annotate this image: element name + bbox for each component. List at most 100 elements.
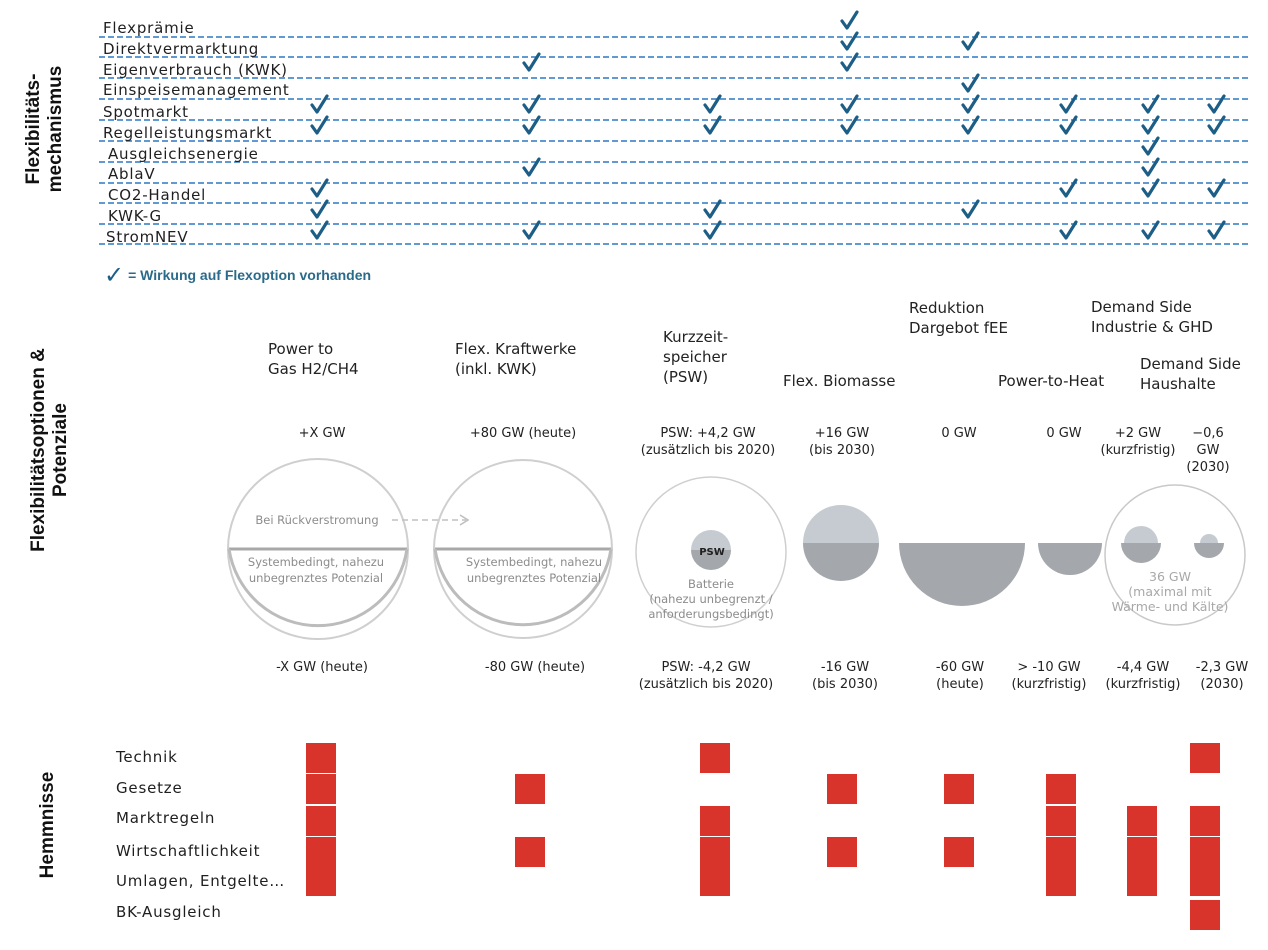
check-mark — [703, 115, 722, 135]
barrier-block — [1190, 806, 1220, 836]
barrier-label: Marktregeln — [116, 809, 216, 827]
barrier-block — [306, 837, 336, 867]
circle-kurzzeitspeicher — [635, 476, 787, 628]
positive-potential: PSW: +4,2 GW (zusätzlich bis 2020) — [640, 426, 776, 458]
check-mark — [310, 178, 329, 198]
check-mark — [310, 199, 329, 219]
section-title-options: Flexibilitätsoptionen & Potenziale — [28, 348, 71, 552]
mechanism-label: Einspeisemanagement — [103, 81, 290, 99]
check-mark — [1141, 220, 1160, 240]
barrier-block — [944, 837, 974, 867]
mechanism-grid-lines — [99, 36, 1250, 245]
circle-text-batterie: Batterie(nahezu unbegrenzt /anforderungs… — [648, 577, 773, 621]
mechanism-label: Spotmarkt — [103, 103, 189, 121]
option-title: Power to Gas H2/CH4 — [268, 340, 359, 378]
mechanism-label: Ausgleichsenergie — [108, 145, 259, 163]
mechanism-label: KWK-G — [108, 207, 162, 225]
circle-flex-kraftwerke — [433, 459, 613, 639]
check-mark — [1141, 157, 1160, 177]
mechanism-label: Eigenverbrauch (KWK) — [103, 61, 288, 79]
check-mark — [703, 199, 722, 219]
option-title: Kurzzeit- speicher (PSW) — [663, 328, 729, 386]
barrier-label: Umlagen, Entgelte… — [116, 872, 286, 890]
check-mark — [840, 31, 859, 51]
barrier-block — [1190, 900, 1220, 930]
negative-potential: -X GW (heute) — [276, 660, 368, 675]
check-mark — [1207, 115, 1226, 135]
barrier-block — [306, 774, 336, 804]
barrier-block — [1046, 774, 1076, 804]
option-title: Power-to-Heat — [998, 372, 1105, 390]
barrier-block — [944, 774, 974, 804]
barrier-label: Technik — [116, 748, 178, 766]
positive-potential: −0,6 GW (2030) — [1186, 426, 1230, 475]
mechanism-label: Regelleistungsmarkt — [103, 124, 273, 142]
half-circle-power-to-heat — [1038, 543, 1102, 575]
option-title: Reduktion Dargebot fEE — [909, 299, 1008, 337]
check-mark — [310, 94, 329, 114]
mechanism-label: AblaV — [108, 165, 156, 183]
check-mark — [961, 115, 980, 135]
barrier-label: Gesetze — [116, 779, 183, 797]
barrier-block — [1127, 806, 1157, 836]
barrier-block — [1127, 837, 1157, 867]
mechanism-label: Direktvermarktung — [103, 40, 260, 58]
circle-power-to-gas — [227, 458, 470, 640]
positive-potential: +2 GW (kurzfristig) — [1100, 426, 1176, 458]
mechanism-label: Flexprämie — [103, 19, 195, 37]
option-title: Flex. Biomasse — [783, 372, 896, 390]
check-mark — [1059, 94, 1078, 114]
check-mark — [310, 220, 329, 240]
check-mark — [522, 94, 541, 114]
barrier-label: BK-Ausgleich — [116, 903, 222, 921]
check-mark — [1141, 178, 1160, 198]
positive-potential: +X GW — [298, 426, 346, 441]
check-mark — [522, 115, 541, 135]
check-mark — [1059, 220, 1078, 240]
check-mark — [1207, 94, 1226, 114]
barrier-block — [1046, 806, 1076, 836]
positive-potential: 0 GW — [941, 426, 977, 441]
check-mark — [1207, 220, 1226, 240]
half-circle-reduktion — [899, 543, 1025, 606]
barrier-block — [306, 866, 336, 896]
check-mark — [522, 220, 541, 240]
circle-text-psw: PSW — [699, 547, 725, 558]
negative-potential: -2,3 GW (2030) — [1195, 660, 1249, 692]
barrier-block — [1190, 837, 1220, 867]
positive-potential: 0 GW — [1046, 426, 1082, 441]
barrier-block — [700, 743, 730, 773]
barrier-block — [1127, 866, 1157, 896]
check-mark — [840, 10, 859, 30]
barrier-block — [306, 743, 336, 773]
barrier-block — [700, 806, 730, 836]
section-title-barriers: Hemmnisse — [37, 771, 58, 879]
barrier-block — [306, 806, 336, 836]
circle-text-rueckverstromung: Bei Rückverstromung — [255, 513, 378, 527]
negative-potential: PSW: -4,2 GW (zusätzlich bis 2020) — [638, 660, 774, 692]
section-title-mechanisms: Flexibilitäts- mechanismus — [23, 65, 66, 193]
negative-potential: -60 GW (heute) — [935, 660, 985, 692]
barrier-block — [515, 774, 545, 804]
check-mark — [522, 52, 541, 72]
negative-potential: -16 GW (bis 2030) — [812, 660, 878, 692]
mechanism-check-marks — [310, 10, 1226, 240]
check-mark — [1141, 136, 1160, 156]
check-mark — [703, 220, 722, 240]
legend-text: = Wirkung auf Flexoption vorhanden — [128, 267, 372, 283]
check-mark — [961, 94, 980, 114]
positive-potential: +16 GW (bis 2030) — [809, 426, 875, 458]
check-mark — [703, 94, 722, 114]
barrier-blocks — [306, 743, 1220, 930]
check-mark — [1207, 178, 1226, 198]
mechanism-label: StromNEV — [106, 228, 189, 246]
circle-flex-biomasse — [803, 505, 879, 581]
barrier-block — [1046, 837, 1076, 867]
check-icon: ✓ — [104, 261, 125, 289]
barrier-block — [515, 837, 545, 867]
